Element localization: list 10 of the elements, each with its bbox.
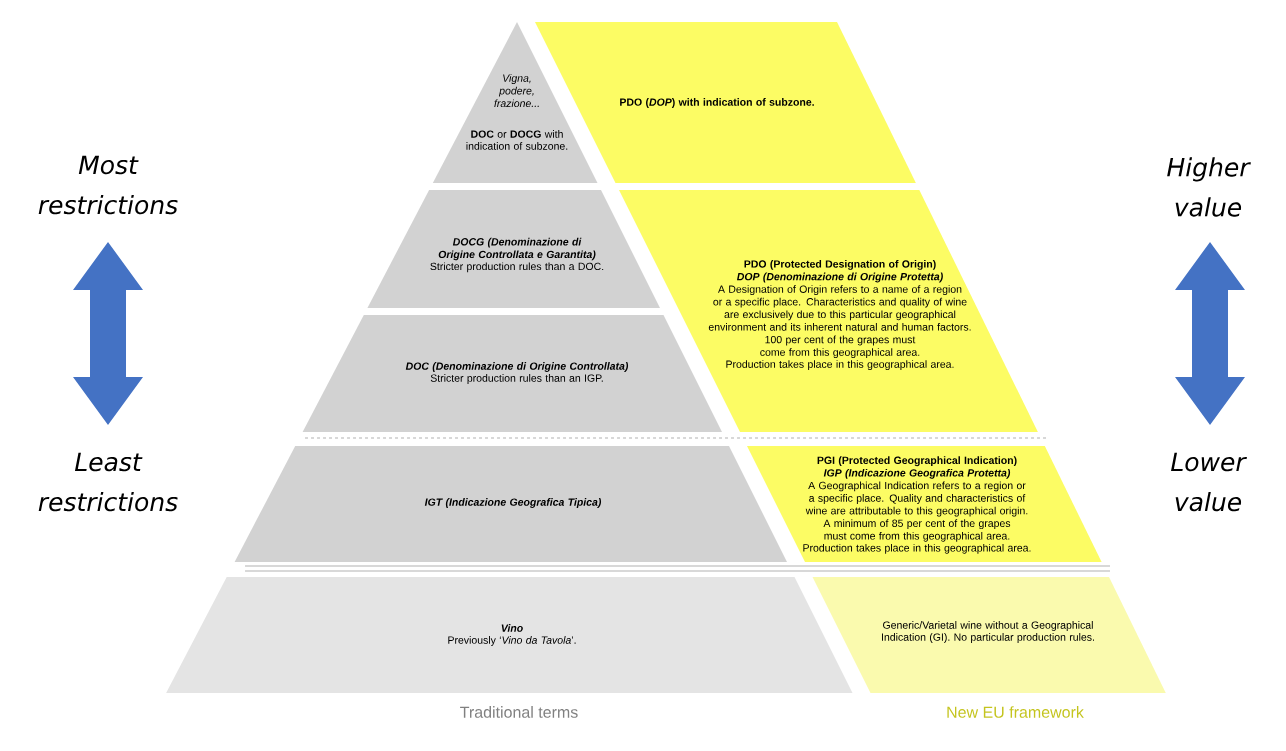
pyramid-tier: Generic/Varietal wine without a Geographical Indication (GI). No particular production rules. (812, 577, 1166, 693)
pyramid-tier: Vigna, podere, frazione... DOC or DOCG with indication of subzone. (432, 22, 598, 183)
scale-label: Most restrictions (38, 155, 178, 215)
pyramid-tier: Vino Previously ‘Vino da Tavola’. (166, 577, 853, 693)
scale-label: Least restrictions (38, 452, 178, 512)
scale-label: Lower value (1171, 452, 1247, 512)
scale-label: Higher value (1167, 157, 1251, 217)
pyramid-tier: DOCG (Denominazione di Origine Controllata e Garantita) Stricter production rules than a DOC. (367, 190, 660, 308)
pyramid-tier: IGT (Indicazione Geografica Tipica) (234, 446, 787, 562)
pyramid-tier: PGI (Protected Geographical Indication) IGP (Indicazione Geografica Protetta) A Geographical Indication refers to a region or a specific place. Quality and characteristics of wine are attributable to this geographical origin. A minimum of 85 per cent of the grapes must come from this geographical area. Production takes place in this geographical area. (747, 446, 1102, 562)
